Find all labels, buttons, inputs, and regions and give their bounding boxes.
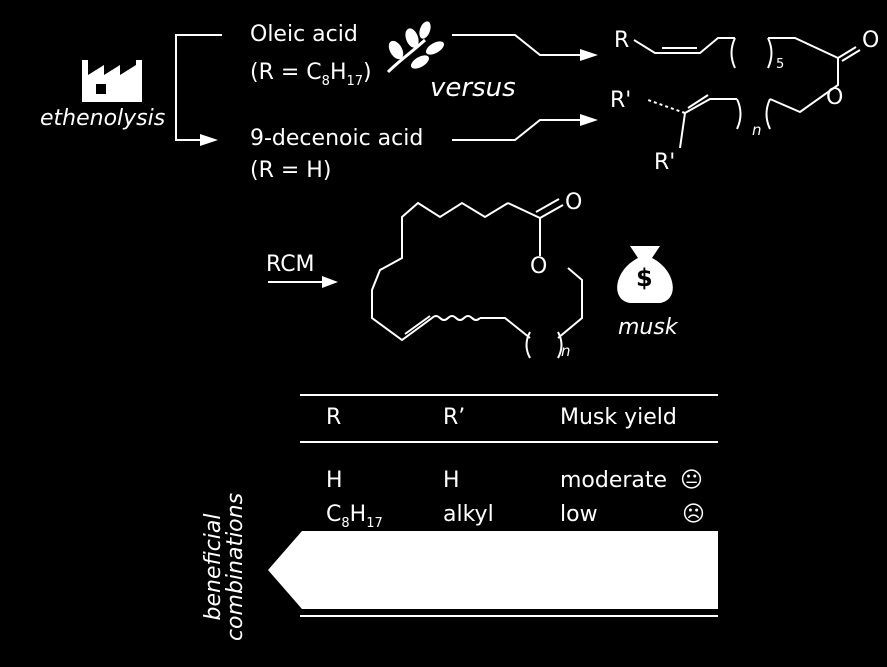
decenoic-acid-label: 9-decenoic acid [250,126,424,151]
table-header-rule [300,441,718,443]
ester-subscript-n: n [752,121,762,139]
arrowhead-decenoic [580,114,598,126]
arrow-oleic-line [452,34,580,56]
table-row1-rprime: H [443,468,460,493]
table-row2-yield: low [560,502,598,527]
money-bag-icon [617,246,673,303]
ester-rprime-bottom: R' [654,150,676,175]
decenoic-r-definition: (R = H) [250,158,332,183]
table-top-rule [300,394,718,396]
beneficial-combinations-label: beneficial combinations [201,492,248,642]
table-bottom-rule [300,615,718,617]
table-row1-r: H [326,468,343,493]
table-header-rprime: R’ [443,405,466,430]
table-header-r: R [326,405,342,430]
plant-icon [386,21,445,74]
factory-icon [82,60,142,102]
ester-r-label: R [614,28,630,53]
macrocycle-ring-o: O [530,254,548,279]
neutral-face-icon: 😐 [680,468,703,493]
scheme-lines [82,21,861,609]
ester-subscript-5: 5 [776,57,785,72]
macrocycle-carbonyl-o: O [565,190,583,215]
musk-label: musk [618,315,678,340]
rcm-label: RCM [266,252,315,277]
bracket-line [175,34,222,141]
ethenolysis-label: ethenolysis [40,106,166,131]
dashed-bond [647,99,686,114]
macrocycle-skeleton [371,198,583,359]
ester-rprime-top: R' [610,88,632,113]
money-bag-dollar: $ [636,264,653,292]
ester-o: O [826,85,844,110]
arrowhead-ethenolysis [200,134,218,146]
oleic-r-definition: (R = C8H17) [250,60,372,89]
beneficial-arrow [268,531,718,609]
macrocycle-subscript-n: n [561,342,571,360]
arrowhead-oleic [580,49,598,61]
versus-label: versus [430,73,516,103]
oleic-acid-label: Oleic acid [250,22,358,47]
table-header-musk-yield: Musk yield [560,405,677,430]
table-row2-rprime: alkyl [443,502,494,527]
rcm-arrowhead [322,276,338,288]
table-row1-yield: moderate [560,468,668,493]
ester-carbonyl-o: O [862,28,880,53]
sad-face-icon: ☹ [682,502,705,527]
ester-skeleton [633,37,861,149]
table-row2-r: C8H17 [326,502,383,531]
arrow-decenoic-line [452,119,580,141]
